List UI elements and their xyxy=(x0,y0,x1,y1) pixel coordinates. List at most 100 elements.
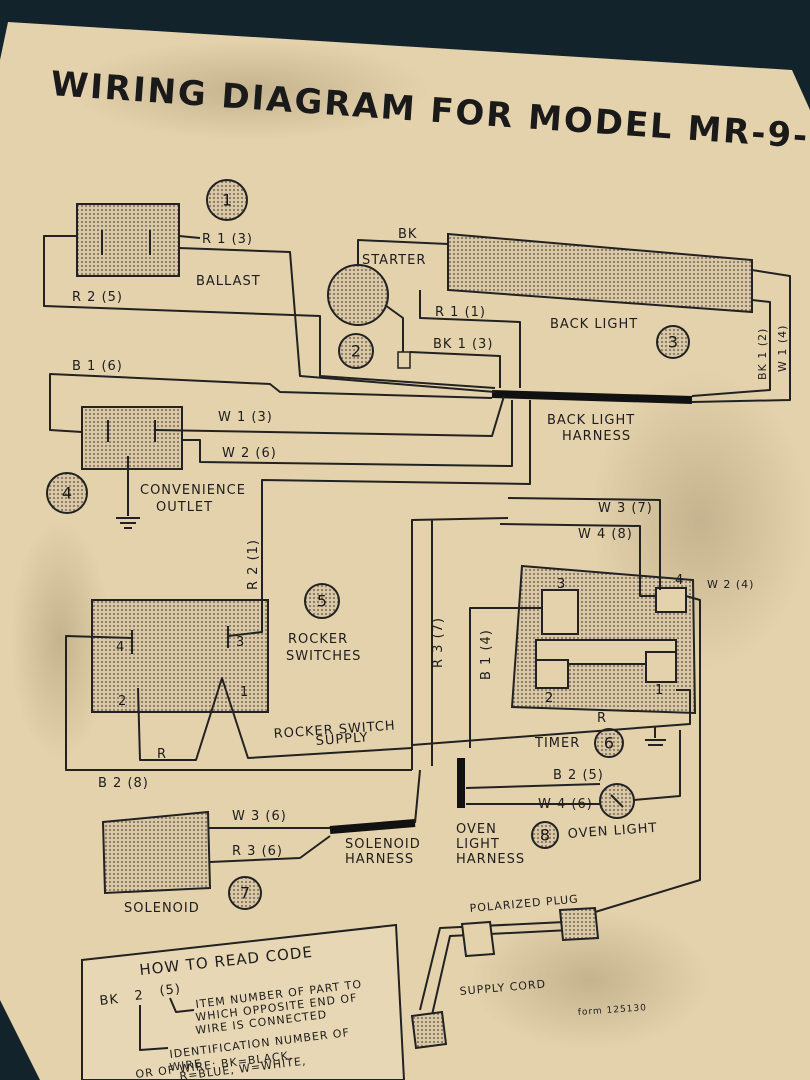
cord-connector xyxy=(460,920,496,958)
cord-plug-end xyxy=(410,1010,448,1050)
timer-label: TIMER xyxy=(534,736,580,751)
oven-light-harness-line3: HARNESS xyxy=(456,852,525,867)
wire-r1-1 xyxy=(419,290,521,388)
wire-b1-4 xyxy=(469,607,542,748)
polarized-plug xyxy=(558,906,600,942)
legend-box xyxy=(81,923,406,1080)
back-light-number: 3 xyxy=(668,333,678,352)
code-w3-7: W 3 (7) xyxy=(598,501,653,516)
rocker-terminal-2: 2 xyxy=(118,694,127,709)
wire-bk1-3 xyxy=(409,351,501,388)
code-r1-1: R 1 (1) xyxy=(435,305,486,320)
stain xyxy=(10,520,110,760)
code-b2-8: B 2 (8) xyxy=(98,776,149,791)
ballast-component xyxy=(76,203,180,277)
ballast-number: 1 xyxy=(222,191,232,210)
wire-r3-7 xyxy=(411,517,509,770)
wire-r3-6 xyxy=(209,835,331,863)
rocker-number: 5 xyxy=(317,592,327,611)
legend-ident-line2: WIRE xyxy=(169,1057,203,1074)
wire-r2-5 xyxy=(43,235,496,389)
wire-w2-4 xyxy=(581,595,701,917)
code-w1-3: W 1 (3) xyxy=(218,410,273,425)
legend-example-number: 2 xyxy=(134,988,145,1004)
wire-w3-7 xyxy=(507,497,661,590)
rocker-label-line2: SWITCHES xyxy=(286,649,361,664)
timer-contact xyxy=(655,587,687,613)
code-r-timer: R xyxy=(597,711,607,726)
outlet-number-badge xyxy=(46,472,88,514)
solenoid-harness-line1: SOLENOID xyxy=(345,837,421,852)
outlet-label-line1: CONVENIENCE xyxy=(140,483,246,498)
ballast-number-badge xyxy=(206,179,248,221)
starter-number-badge xyxy=(338,333,374,369)
back-light-number-badge xyxy=(656,325,690,359)
back-light-harness-line1: BACK LIGHT xyxy=(547,413,635,428)
oven-light-harness-line2: LIGHT xyxy=(456,837,500,852)
code-w1-4: W 1 (4) xyxy=(776,325,789,372)
solenoid-harness-line2: HARNESS xyxy=(345,852,414,867)
wire-w1-4 xyxy=(691,269,791,403)
code-r3-6: R 3 (6) xyxy=(232,844,283,859)
stain xyxy=(470,910,710,1050)
solenoid-number-badge xyxy=(228,876,262,910)
code-r2-5: R 2 (5) xyxy=(72,290,123,305)
oven-light-label: OVEN LIGHT xyxy=(567,821,658,842)
rocker-terminal-4: 4 xyxy=(116,640,125,655)
rocker-terminal-1: 1 xyxy=(240,685,249,700)
timer-terminal-3: 3 xyxy=(557,577,566,592)
code-w3-6: W 3 (6) xyxy=(232,809,287,824)
wire-supply-cord xyxy=(419,921,566,1011)
wire-oven-light-return xyxy=(633,730,681,801)
code-w4-6: W 4 (6) xyxy=(538,797,593,812)
wire-bk1-2 xyxy=(691,299,771,397)
starter-socket xyxy=(397,351,411,369)
wire-solenoid-harness xyxy=(414,769,421,824)
code-w2-4: W 2 (4) xyxy=(707,578,754,591)
timer-number: 6 xyxy=(604,734,614,753)
wire-w1-3 xyxy=(154,395,505,437)
back-light-component xyxy=(447,232,753,314)
wire-supply-cord xyxy=(431,929,571,1016)
rocker-supply-line2: SUPPLY xyxy=(315,730,369,749)
wire-rocker-r xyxy=(137,677,413,761)
rocker-number-badge xyxy=(304,583,340,619)
timer-contact xyxy=(535,659,569,689)
rocker-switches-component xyxy=(91,599,269,713)
solenoid-component xyxy=(101,810,212,895)
stain xyxy=(70,40,430,140)
wire-b1-6 xyxy=(49,373,493,433)
wire-r1-3-stub xyxy=(178,235,201,239)
code-b1-4: B 1 (4) xyxy=(479,629,494,680)
timer-number-badge xyxy=(594,728,624,758)
timer-contact xyxy=(645,651,677,683)
timer-terminal-2: 2 xyxy=(545,691,554,706)
legend-pointer xyxy=(169,997,195,1013)
legend-example-paren: (5) xyxy=(159,982,182,999)
oven-light-number-badge xyxy=(531,821,559,849)
code-bk1-3: BK 1 (3) xyxy=(433,337,493,352)
convenience-outlet-component xyxy=(81,406,183,470)
timer-terminal-4: 4 xyxy=(675,573,684,588)
form-number: form 125130 xyxy=(578,1003,648,1018)
outlet-number: 4 xyxy=(62,484,72,503)
wire-timer-r xyxy=(411,689,691,746)
wire-w2-6 xyxy=(182,400,513,467)
code-r: R xyxy=(157,747,167,762)
oven-light-filament xyxy=(610,794,624,808)
starter-label: STARTER xyxy=(362,253,426,268)
back-light-label: BACK LIGHT xyxy=(550,317,638,332)
wire-b2-5 xyxy=(465,783,601,789)
timer-contact xyxy=(541,589,579,635)
oven-light-number: 8 xyxy=(540,826,550,845)
code-w4-8: W 4 (8) xyxy=(578,527,633,542)
wire-r2-1 xyxy=(227,400,531,637)
wire-bk-starter xyxy=(357,239,449,265)
legend-pointer xyxy=(139,1005,169,1051)
code-r2-1: R 2 (1) xyxy=(246,539,261,590)
oven-light-harness-line1: OVEN xyxy=(456,822,497,837)
back-light-harness-line2: HARNESS xyxy=(562,429,631,444)
starter-wire-label: BK xyxy=(398,227,417,242)
solenoid-number: 7 xyxy=(240,884,250,903)
